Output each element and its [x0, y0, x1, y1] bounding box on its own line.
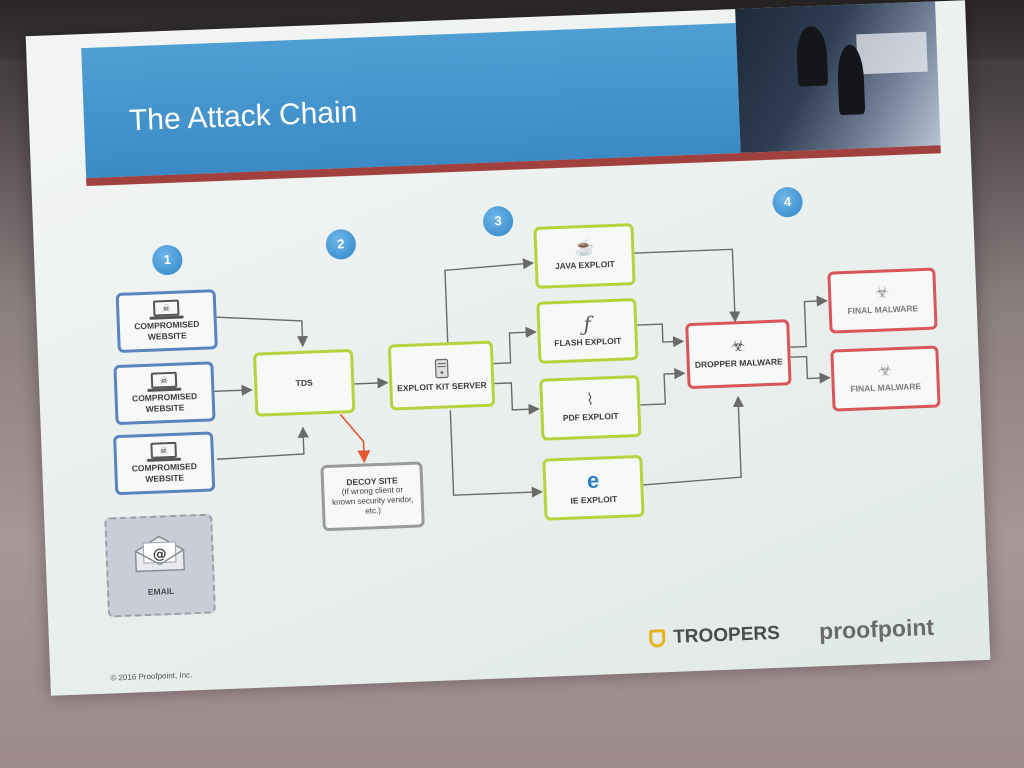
java-exploit-label: JAVA EXPLOIT	[554, 259, 615, 272]
java-cup-icon: ☕	[573, 239, 595, 258]
pdf-icon: ⌇	[585, 391, 595, 410]
laptop-skull-icon: ☠	[152, 299, 180, 317]
arrow-tds-ek	[354, 377, 389, 389]
compromised-website-2-label: COMPROMISED WEBSITE	[131, 391, 198, 414]
slide: The Attack Chain 1 2 3 4	[25, 0, 991, 696]
java-exploit-node: ☕ JAVA EXPLOIT	[533, 223, 636, 289]
pdf-exploit-node: ⌇ PDF EXPLOIT	[539, 374, 642, 441]
final-malware-label-2: FINAL MALWARE	[850, 381, 922, 395]
arrow-ie-dropper	[643, 395, 745, 486]
laptop-skull-icon: ☠	[150, 372, 178, 390]
flow-arrows	[214, 248, 831, 498]
flash-icon: ƒ	[582, 311, 592, 337]
proofpoint-logo: proofpoint	[818, 613, 935, 645]
arrow-java-dropper	[634, 248, 741, 323]
laptop-skull-icon: ☠	[150, 442, 177, 460]
email-source: @ EMAIL	[104, 513, 216, 618]
flash-exploit-label: FLASH EXPLOIT	[554, 335, 622, 349]
arrow-tds-decoy	[339, 413, 371, 464]
flash-exploit-node: ƒ FLASH EXPLOIT	[536, 298, 639, 364]
ie-exploit-label: IE EXPLOIT	[570, 494, 618, 506]
ie-browser-icon: e	[586, 467, 600, 494]
compromised-website-3: ☠ COMPROMISED WEBSITE	[113, 431, 216, 496]
decoy-site-node: DECOY SITE (If wrong client or known sec…	[320, 461, 425, 532]
biohazard-icon: ☣	[877, 362, 893, 380]
arrow-ek-pdf	[494, 382, 540, 415]
compromised-website-1: ☠ COMPROMISED WEBSITE	[115, 289, 218, 353]
arrow-ek-flash	[493, 326, 537, 365]
envelope-at-icon: @	[134, 535, 186, 572]
compromised-website-1-label: COMPROMISED WEBSITE	[134, 319, 200, 342]
dropper-malware-node: ☣ DROPPER MALWARE	[685, 319, 792, 390]
svg-text:@: @	[152, 546, 167, 563]
arrow-flash-dropper	[637, 323, 685, 348]
email-label: EMAIL	[147, 585, 175, 597]
arrow-ek-java	[444, 258, 535, 351]
shield-icon	[648, 629, 666, 648]
biohazard-icon: ☣	[874, 284, 890, 303]
arrow-pdf-dropper	[640, 368, 686, 406]
compromised-website-3-label: COMPROMISED WEBSITE	[131, 461, 198, 485]
server-icon	[434, 358, 449, 379]
pdf-exploit-label: PDF EXPLOIT	[562, 410, 619, 424]
dropper-malware-label: DROPPER MALWARE	[694, 356, 783, 371]
final-malware-node-1: ☣ FINAL MALWARE	[827, 267, 938, 334]
arrow-cw2-tds	[214, 384, 253, 396]
tds-node: TDS	[252, 348, 356, 417]
final-malware-label-1: FINAL MALWARE	[847, 303, 919, 317]
decoy-site-description: (If wrong client or known security vendo…	[331, 485, 414, 516]
exploit-kit-server-node: EXPLOIT KIT SERVER	[387, 340, 496, 411]
biohazard-icon: ☣	[730, 338, 746, 356]
ie-exploit-node: e IE EXPLOIT	[542, 454, 645, 521]
arrow-dropper-final2	[790, 355, 831, 384]
tds-label: TDS	[295, 377, 313, 388]
troopers-logo-text: TROOPERS	[672, 622, 781, 648]
arrow-cw3-tds	[217, 426, 309, 460]
compromised-website-2: ☠ COMPROMISED WEBSITE	[113, 361, 216, 426]
arrow-cw1-tds	[216, 316, 308, 348]
final-malware-node-2: ☣ FINAL MALWARE	[830, 345, 941, 412]
arrow-dropper-final1	[790, 295, 828, 348]
arrow-ek-ie	[449, 410, 543, 498]
exploit-kit-server-label: EXPLOIT KIT SERVER	[396, 380, 487, 394]
